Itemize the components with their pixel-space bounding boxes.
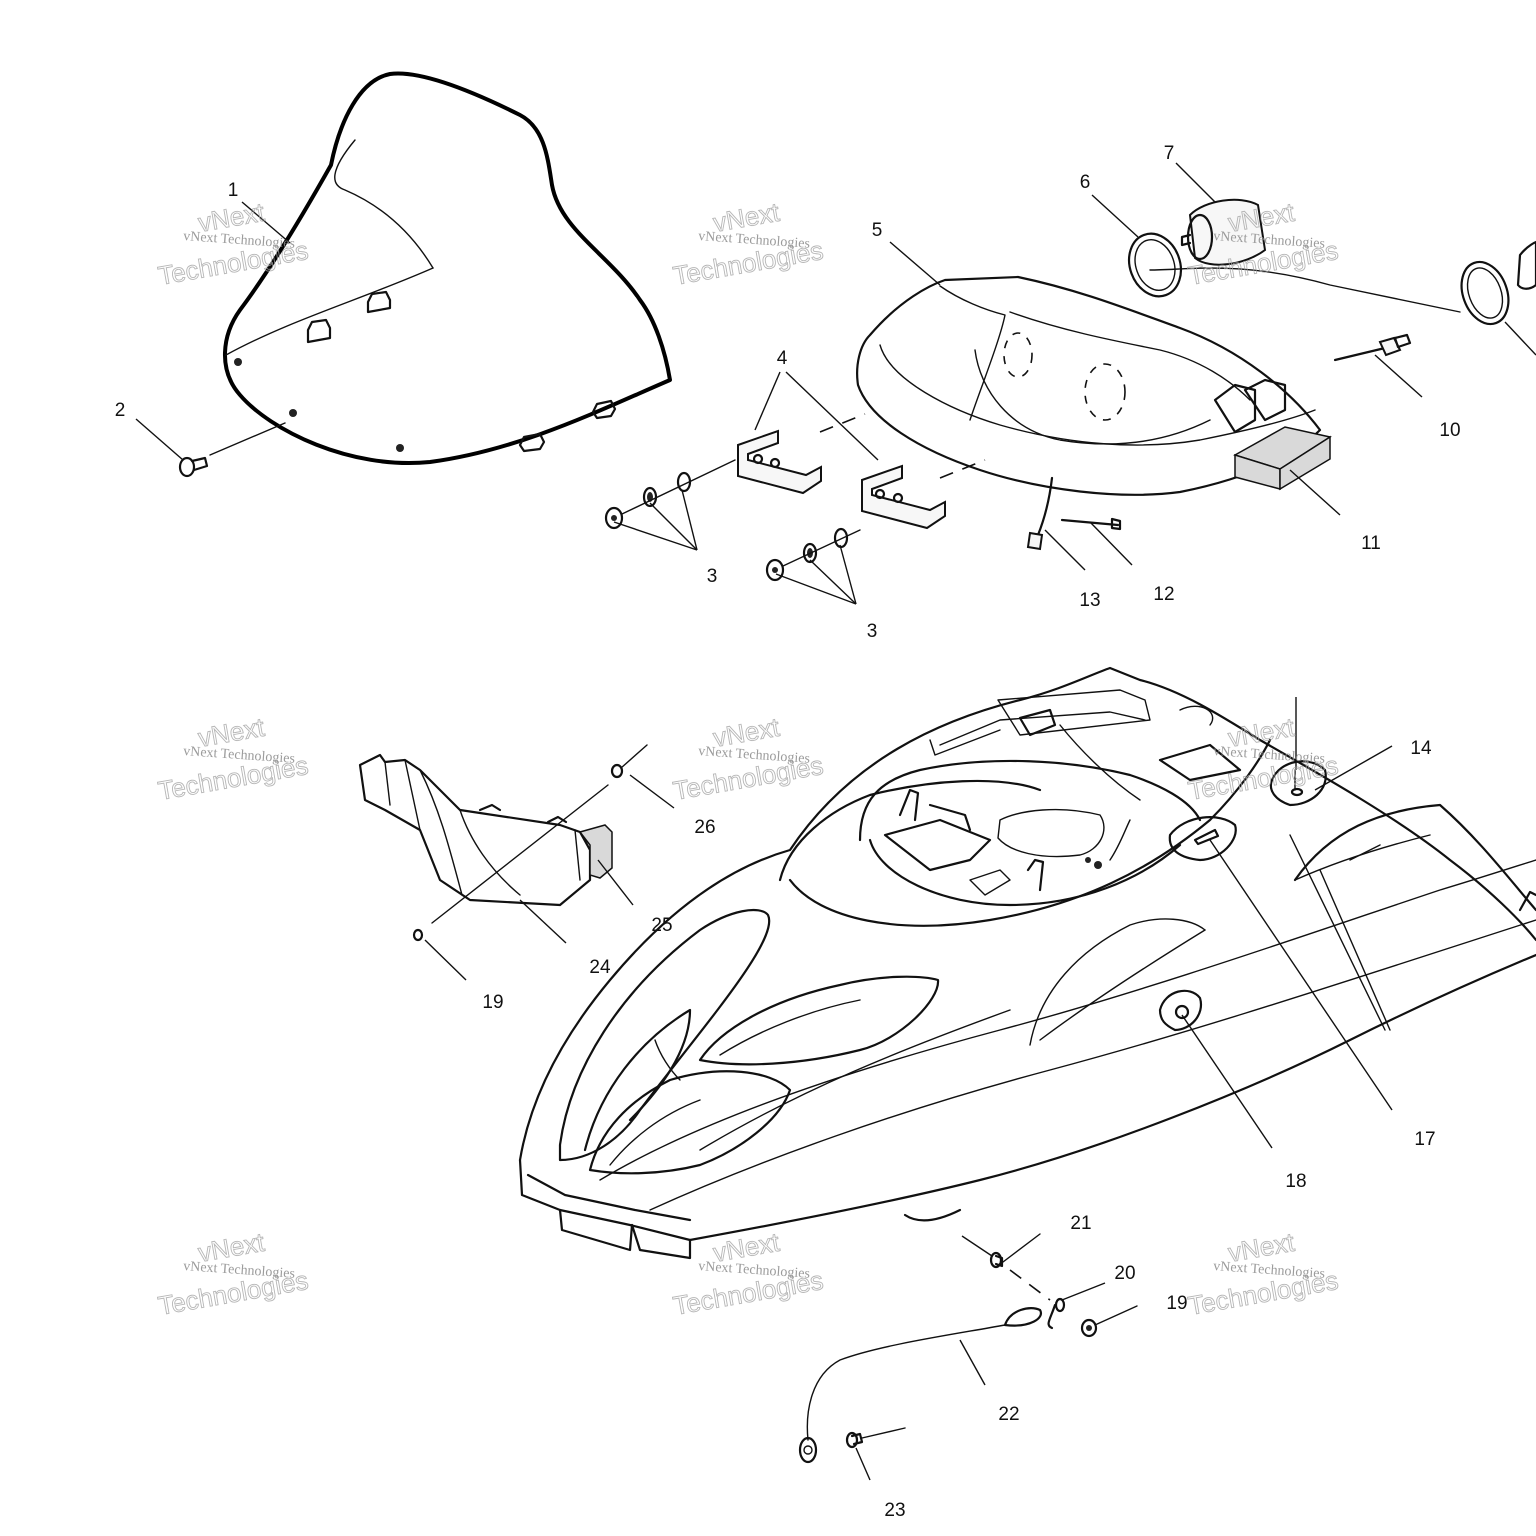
- leader-11: [1289, 469, 1341, 516]
- part-tether-22: [798, 1307, 1043, 1464]
- part-foam-block-25: [578, 824, 613, 879]
- watermark-top-left: vNext Technologies vNext Technologies: [155, 196, 311, 291]
- callout-25: 25: [651, 915, 672, 936]
- leader-4a: [754, 371, 781, 431]
- watermark-top-center: vNext Technologies vNext Technologies: [670, 196, 826, 291]
- leader-18: [1181, 1014, 1273, 1149]
- watermark-bottom-left: vNext Technologies vNext Technologies: [155, 1226, 311, 1321]
- part-fastener-set-lower: [765, 527, 861, 582]
- part-nut-19-right: [1080, 1305, 1138, 1338]
- callout-3-lower: 3: [867, 621, 878, 642]
- part-gauge: [1180, 198, 1267, 266]
- callout-13: 13: [1079, 590, 1100, 611]
- leader-1: [241, 201, 291, 244]
- leader-26: [629, 774, 675, 809]
- part-screw-26: [610, 744, 648, 779]
- callout-21: 21: [1070, 1213, 1091, 1234]
- part-screw-23: [845, 1427, 906, 1449]
- part-nut-19-left: [412, 928, 424, 942]
- leader-22: [959, 1339, 986, 1386]
- callout-7: 7: [1164, 143, 1175, 164]
- leader-3a3: [681, 489, 698, 551]
- callout-3-upper: 3: [707, 566, 718, 587]
- part-deflector: [358, 753, 592, 907]
- part-gauge-ring-right: [1460, 240, 1536, 326]
- leader-20: [1061, 1282, 1106, 1301]
- leader-19a: [424, 939, 467, 981]
- callout-20: 20: [1114, 1263, 1135, 1284]
- part-foam-pad: [1233, 426, 1332, 491]
- callout-22: 22: [998, 1404, 1019, 1425]
- part-bracket-right: [861, 459, 986, 530]
- callout-labels: 1 2 3 3 4 5 6 7 10 11 12 13 14 17 18 19 …: [115, 143, 1461, 1521]
- part-wire-harness: [1026, 476, 1054, 551]
- callout-19-left: 19: [482, 992, 503, 1013]
- leader-3a1: [613, 521, 698, 551]
- callout-23: 23: [884, 1500, 905, 1521]
- leader-3b3: [839, 544, 857, 605]
- leader-21: [961, 1235, 993, 1257]
- callout-19-right: 19: [1166, 1293, 1187, 1314]
- part-screw-2: [178, 422, 286, 478]
- leader-24: [519, 899, 567, 944]
- leader-6: [1091, 194, 1139, 238]
- watermark-mid-center: vNext Technologies vNext Technologies: [670, 711, 826, 806]
- callout-26: 26: [694, 817, 715, 838]
- watermark-mid-right: vNext Technologies vNext Technologies: [1185, 711, 1341, 806]
- leader-12: [1089, 521, 1133, 566]
- callout-17: 17: [1414, 1129, 1435, 1150]
- callout-2: 2: [115, 400, 126, 421]
- callout-12: 12: [1153, 584, 1174, 605]
- part-clip-20: [1047, 1297, 1066, 1330]
- callout-24: 24: [589, 957, 611, 978]
- leader-3a2: [649, 502, 698, 551]
- callout-6: 6: [1080, 172, 1091, 193]
- callout-10: 10: [1439, 420, 1460, 441]
- callout-1: 1: [228, 180, 239, 201]
- callout-4: 4: [777, 348, 788, 369]
- leader-2: [135, 418, 184, 461]
- leader-23: [855, 1447, 871, 1481]
- part-windshield: [223, 71, 672, 465]
- leader-7: [1175, 162, 1216, 203]
- leader-5: [889, 241, 941, 286]
- watermark-bottom-right: vNext Technologies vNext Technologies: [1185, 1226, 1341, 1321]
- callout-14: 14: [1410, 738, 1432, 759]
- part-bulb-socket: [1333, 333, 1412, 362]
- leader-4b: [785, 371, 879, 461]
- leader-14: [1314, 745, 1393, 791]
- gauge-wire: [1149, 267, 1461, 313]
- part-bracket-left: [737, 413, 866, 495]
- part-hood: [518, 666, 1536, 1260]
- watermark-mid-left: vNext Technologies vNext Technologies: [155, 711, 311, 806]
- callout-5: 5: [872, 220, 883, 241]
- callout-18: 18: [1285, 1171, 1306, 1192]
- part-screw-21: [989, 1233, 1041, 1269]
- leader-10: [1374, 354, 1423, 398]
- leader-3b1: [775, 573, 857, 605]
- callout-11: 11: [1361, 533, 1381, 554]
- leader-17: [1209, 839, 1393, 1111]
- leader-25: [597, 859, 634, 906]
- watermark-bottom-center: vNext Technologies vNext Technologies: [670, 1226, 826, 1321]
- leader-3b2: [809, 559, 857, 605]
- part-fastener-set-upper: [604, 459, 736, 530]
- leader-8-partial: [1504, 321, 1536, 356]
- leader-13: [1044, 529, 1086, 571]
- part-gauge-ring: [1127, 232, 1183, 298]
- mount-line-24: [431, 784, 609, 924]
